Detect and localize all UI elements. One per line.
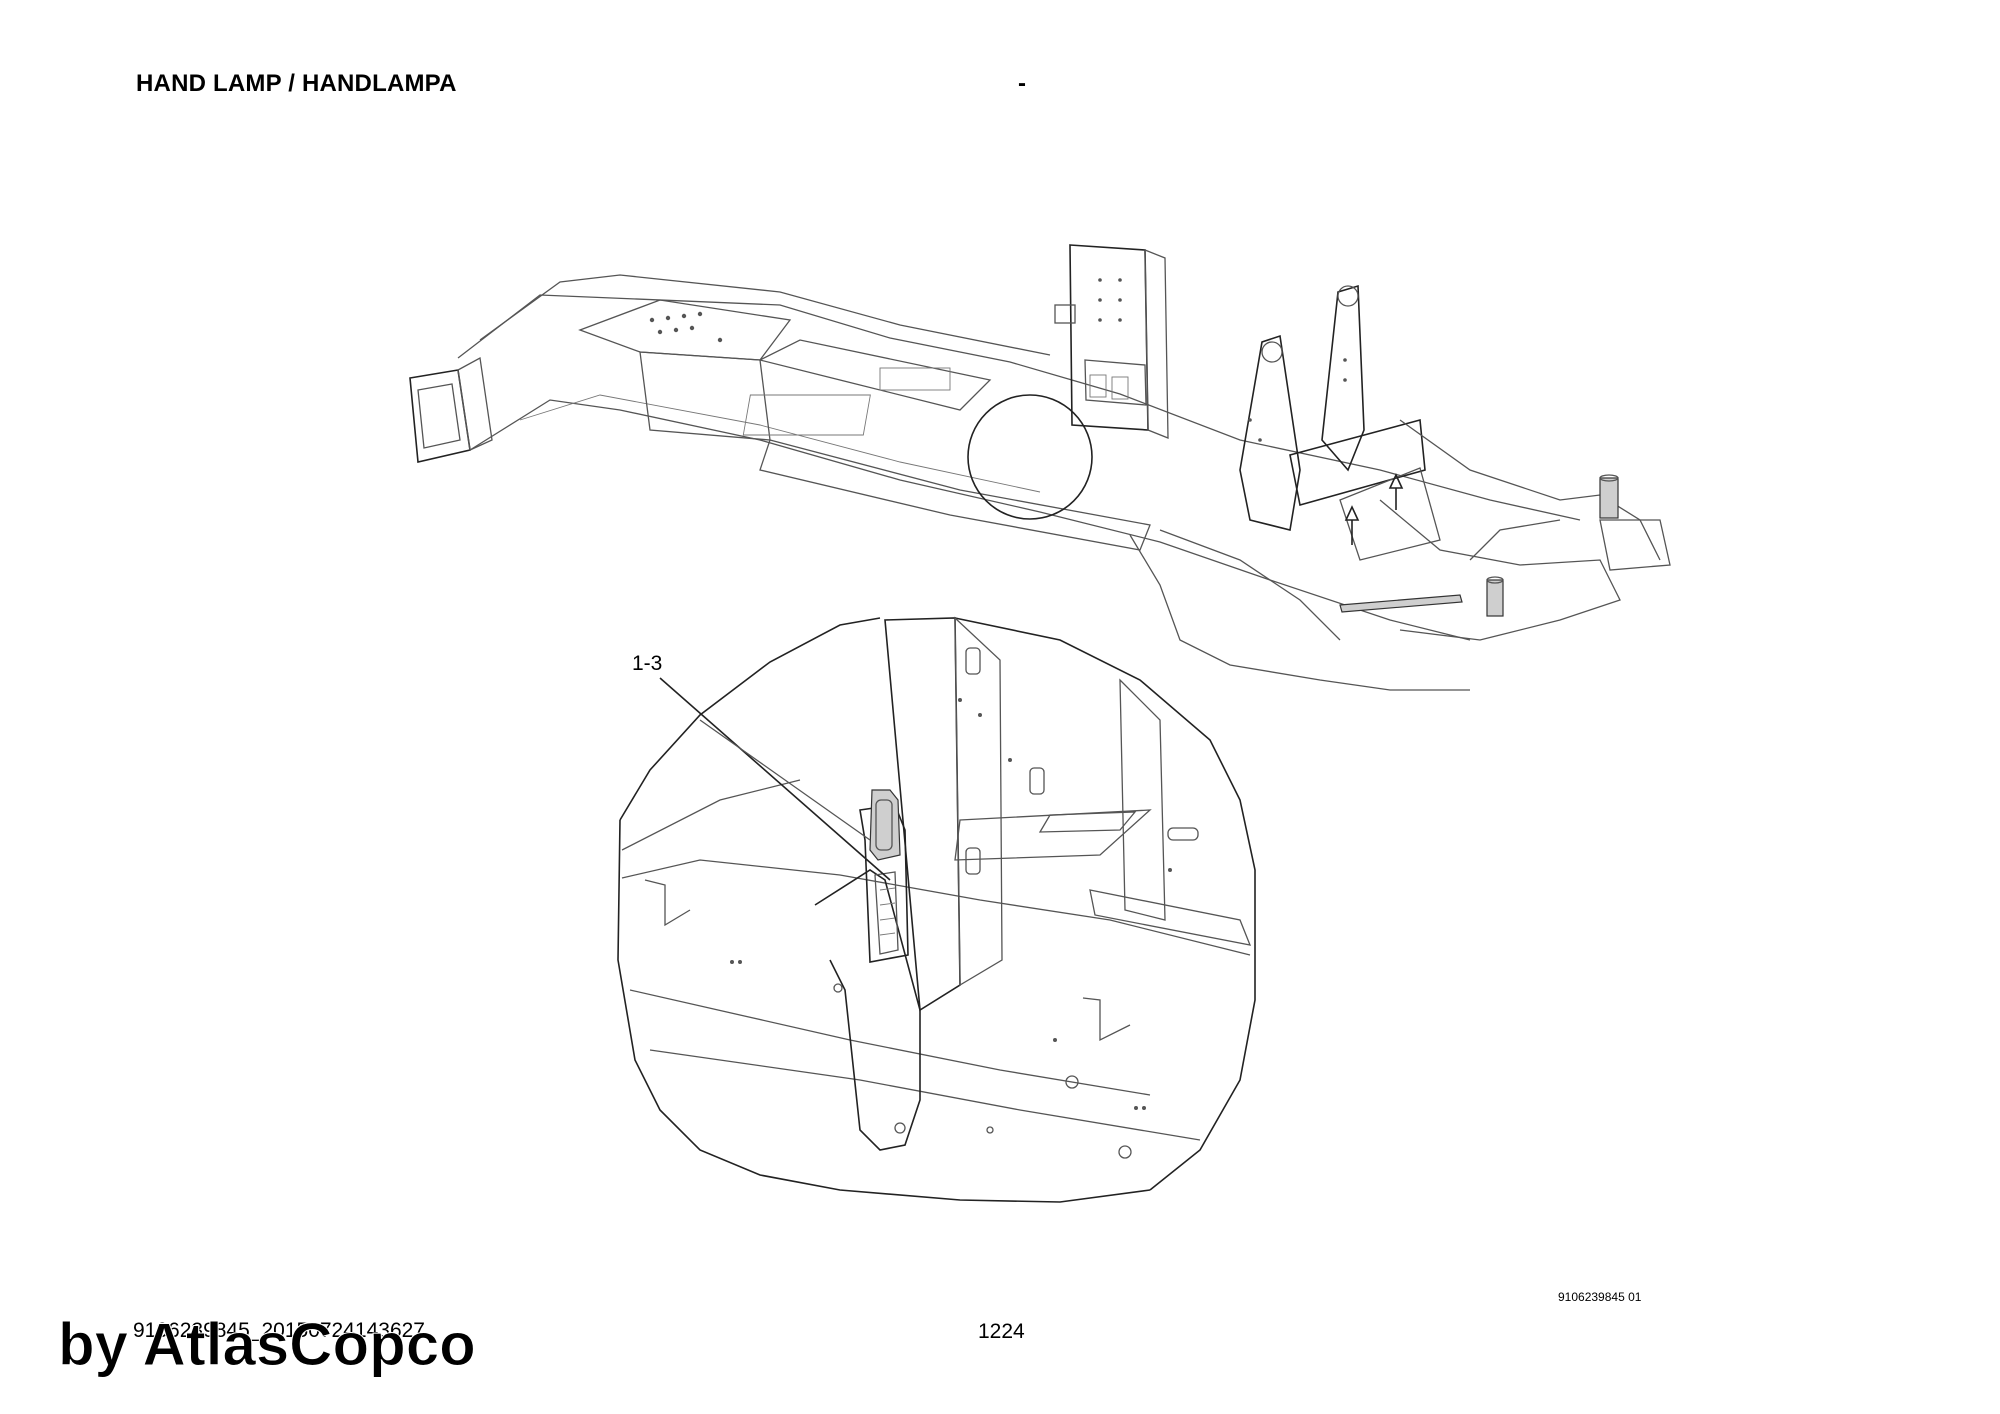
page-number: 1224: [978, 1320, 1025, 1343]
title-separator-dash: -: [1018, 70, 1026, 97]
hand-lamp-holder: [859, 789, 909, 963]
rivet-dots-overview: [649, 278, 1347, 442]
document-code: 9106239845_20150724143627: [133, 1319, 425, 1342]
detail-view: [617, 616, 1256, 1203]
drawing-number: 9106239845 01: [1558, 1290, 1642, 1304]
frame-overview: [409, 244, 1671, 691]
callout-label: 1-3: [632, 652, 662, 675]
brand-watermark: by AtlasCopco: [58, 1311, 477, 1379]
page-title: HAND LAMP / HANDLAMPA: [136, 70, 457, 97]
callout-leader-line: [659, 677, 891, 881]
